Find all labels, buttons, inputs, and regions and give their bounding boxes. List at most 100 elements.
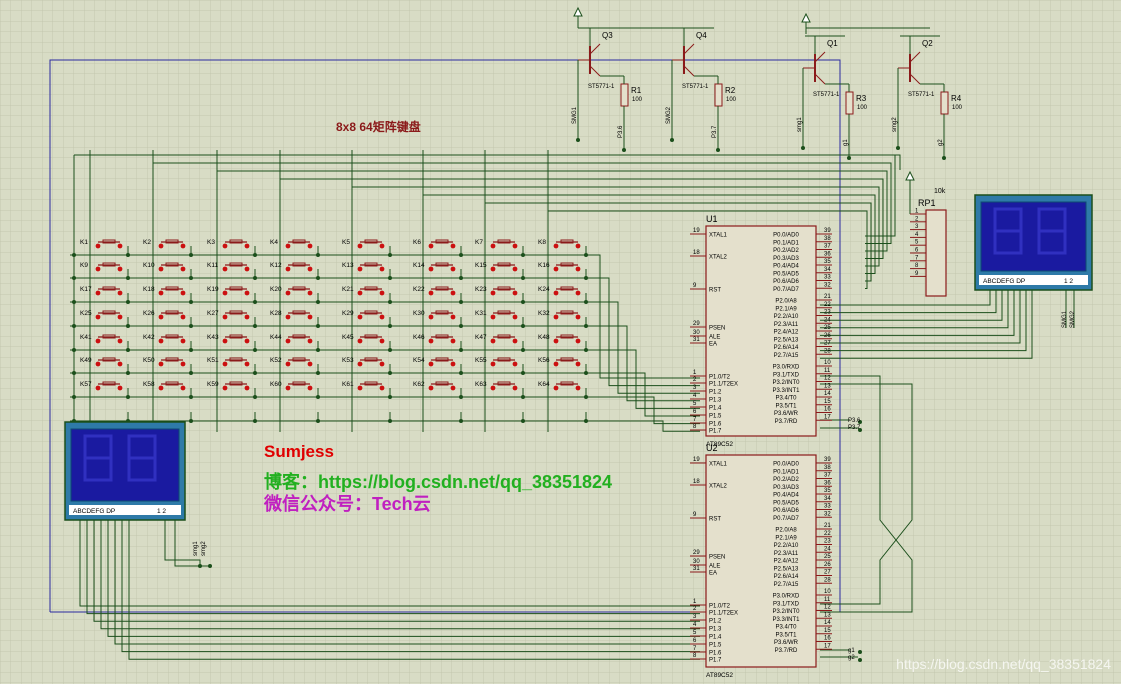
key-switch[interactable]: K46 xyxy=(413,334,456,344)
mcu-pin-name: P3.1/TXD xyxy=(773,601,800,607)
key-switch[interactable]: K14 xyxy=(413,262,456,272)
key-switch[interactable]: K61 xyxy=(342,381,385,391)
key-switch[interactable]: K2 xyxy=(143,239,186,249)
mcu-pin-number: 30 xyxy=(693,330,700,336)
key-label: K2 xyxy=(143,239,151,246)
key-switch[interactable]: K45 xyxy=(342,334,385,344)
key-switch[interactable]: K12 xyxy=(270,262,313,272)
rp1-pin: 8 xyxy=(910,263,926,270)
mcu-pin-name: P3.5/T1 xyxy=(775,632,797,638)
key-label: K44 xyxy=(270,334,282,341)
key-switch[interactable]: K19 xyxy=(207,286,250,296)
mcu-pin-name: P1.7 xyxy=(709,658,722,664)
key-switch[interactable]: K54 xyxy=(413,357,456,367)
key-switch[interactable]: K30 xyxy=(413,310,456,320)
key-switch[interactable]: K11 xyxy=(207,262,250,272)
mcu-pin-name: XTAL1 xyxy=(709,462,728,468)
mcu-pin-name: P3.0/RXD xyxy=(773,365,800,371)
key-switch[interactable]: K7 xyxy=(475,239,518,249)
key-switch[interactable]: K9 xyxy=(80,262,123,272)
key-switch[interactable]: K59 xyxy=(207,381,250,391)
key-switch[interactable]: K17 xyxy=(80,286,123,296)
mcu-pin-name: P1.7 xyxy=(709,429,722,435)
key-switch[interactable]: K64 xyxy=(538,381,581,391)
key-switch[interactable]: K20 xyxy=(270,286,313,296)
mcu-pin-number: 22 xyxy=(824,302,831,308)
key-switch[interactable]: K43 xyxy=(207,334,250,344)
mcu-pin-number: 25 xyxy=(824,325,831,331)
key-switch[interactable]: K56 xyxy=(538,357,581,367)
key-switch[interactable]: K41 xyxy=(80,334,123,344)
mcu-ref: U2 xyxy=(706,443,718,453)
resistor-value: 100 xyxy=(632,97,643,103)
key-switch[interactable]: K50 xyxy=(143,357,186,367)
key-switch[interactable]: K21 xyxy=(342,286,385,296)
key-switch[interactable]: K1 xyxy=(80,239,123,249)
mcu-pin-name: RST xyxy=(709,517,721,523)
key-switch[interactable]: K32 xyxy=(538,310,581,320)
mcu-pin-name: P3.7/RD xyxy=(775,648,798,654)
key-label: K9 xyxy=(80,262,88,269)
key-label: K12 xyxy=(270,262,282,269)
key-switch[interactable]: K3 xyxy=(207,239,250,249)
key-switch[interactable]: K52 xyxy=(270,357,313,367)
mcu-pin-name: P3.6/WR xyxy=(774,640,799,646)
key-switch[interactable]: K23 xyxy=(475,286,518,296)
key-switch[interactable]: K10 xyxy=(143,262,186,272)
mcu-pin-number: 24 xyxy=(824,546,831,552)
key-switch[interactable]: K51 xyxy=(207,357,250,367)
key-switch[interactable]: K4 xyxy=(270,239,313,249)
mcu-part: AT89C52 xyxy=(706,441,733,448)
key-label: K7 xyxy=(475,239,483,246)
key-switch[interactable]: K22 xyxy=(413,286,456,296)
key-switch[interactable]: K58 xyxy=(143,381,186,391)
key-switch[interactable]: K62 xyxy=(413,381,456,391)
net-label: SMG2 xyxy=(666,106,672,124)
key-label: K53 xyxy=(342,357,354,364)
rp1-pin-number: 5 xyxy=(915,240,919,246)
net-label: smg1 xyxy=(797,117,803,132)
key-switch[interactable]: K26 xyxy=(143,310,186,320)
key-switch[interactable]: K48 xyxy=(538,334,581,344)
key-switch[interactable]: K15 xyxy=(475,262,518,272)
transistor-ref: Q2 xyxy=(922,39,933,48)
key-switch[interactable]: K25 xyxy=(80,310,123,320)
mcu-pin-number: 29 xyxy=(693,321,700,327)
key-label: K16 xyxy=(538,262,550,269)
mcu-pin-name: ALE xyxy=(709,564,720,570)
key-switch[interactable]: K18 xyxy=(143,286,186,296)
key-switch[interactable]: K31 xyxy=(475,310,518,320)
key-switch[interactable]: K28 xyxy=(270,310,313,320)
key-switch[interactable]: K53 xyxy=(342,357,385,367)
key-label: K31 xyxy=(475,310,487,317)
key-switch[interactable]: K42 xyxy=(143,334,186,344)
key-label: K26 xyxy=(143,310,155,317)
key-switch[interactable]: K5 xyxy=(342,239,385,249)
mcu-pin-number: 32 xyxy=(824,282,831,288)
mcu-pin-number: 18 xyxy=(693,250,700,256)
mcu-pin-number: 23 xyxy=(824,310,831,316)
net-label: smg2 xyxy=(201,541,207,556)
key-switch[interactable]: K27 xyxy=(207,310,250,320)
key-switch[interactable]: K63 xyxy=(475,381,518,391)
key-switch[interactable]: K55 xyxy=(475,357,518,367)
key-switch[interactable]: K29 xyxy=(342,310,385,320)
key-switch[interactable]: K49 xyxy=(80,357,123,367)
key-label: K17 xyxy=(80,286,92,293)
mcu-pin-name: P2.1/A9 xyxy=(775,535,797,541)
mcu-pin-name: P2.5/A13 xyxy=(774,337,799,343)
key-switch[interactable]: K13 xyxy=(342,262,385,272)
key-switch[interactable]: K24 xyxy=(538,286,581,296)
key-switch[interactable]: K6 xyxy=(413,239,456,249)
key-switch[interactable]: K16 xyxy=(538,262,581,272)
net-label: g2 xyxy=(938,139,944,146)
key-switch[interactable]: K60 xyxy=(270,381,313,391)
key-label: K45 xyxy=(342,334,354,341)
key-label: K46 xyxy=(413,334,425,341)
key-switch[interactable]: K47 xyxy=(475,334,518,344)
key-switch[interactable]: K44 xyxy=(270,334,313,344)
key-switch[interactable]: K8 xyxy=(538,239,581,249)
key-switch[interactable]: K57 xyxy=(80,381,123,391)
rp1-pin: 9 xyxy=(910,271,926,277)
